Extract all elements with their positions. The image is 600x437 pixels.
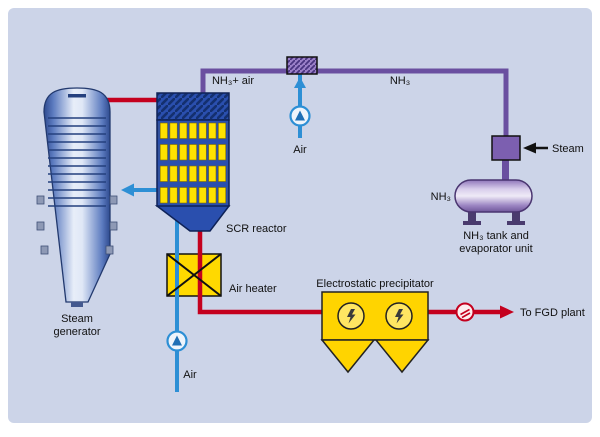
steam-generator-outlet [71, 302, 83, 307]
scr-reactor [154, 92, 231, 232]
steam-generator [36, 87, 118, 307]
scr-inlet-hood [156, 92, 230, 121]
steam-arrow [523, 142, 548, 154]
esp-hopper-right [374, 339, 430, 374]
steam-generator-drum [68, 94, 86, 98]
electrostatic-precipitator [320, 291, 430, 374]
label-tank-caption-1: NH₃ tank and [463, 230, 529, 242]
label-scr-reactor: SCR reactor [226, 223, 287, 235]
label-tank-caption-2: evaporator unit [459, 243, 532, 255]
label-air-top: Air [293, 144, 307, 156]
label-steam-generator-1: Steam [61, 313, 93, 325]
nh3-tank-shell [454, 179, 533, 213]
label-air-heater: Air heater [229, 283, 277, 295]
air-arrowhead-mixer [294, 77, 306, 88]
ammonia-air-mixer [286, 56, 318, 75]
lightning-icon [395, 309, 404, 324]
label-air-bottom: Air [183, 369, 197, 381]
air-heater-cross-icon [166, 253, 222, 297]
scr-catalyst-layers [158, 121, 228, 206]
damper-icon [455, 302, 475, 322]
flue-gas-line-scr-to-esp [197, 228, 324, 315]
label-tank-nh3: NH₃ [431, 191, 451, 203]
tank-evaporator-connector [502, 158, 509, 184]
scr-hopper [154, 205, 231, 232]
steam-generator-lugs [36, 195, 118, 255]
label-nh3-plus-air: NH₃+ air [212, 75, 254, 87]
ammonia-line [200, 68, 509, 140]
evaporator-unit [491, 135, 521, 161]
nh3-tank [454, 179, 533, 225]
label-esp: Electrostatic precipitator [316, 278, 434, 290]
flue-gas-arrowhead [500, 305, 514, 319]
label-nh3-line: NH₃ [390, 75, 410, 87]
label-to-fgd-plant: To FGD plant [520, 307, 585, 319]
fan-icon [289, 105, 311, 127]
label-steam-feed: Steam [552, 143, 584, 155]
diagram-background [8, 8, 592, 423]
lightning-icon [347, 309, 356, 324]
air-arrowhead-generator [121, 183, 134, 197]
steam-generator-tubes [48, 117, 106, 207]
esp-hopper-left [320, 339, 376, 374]
fan-icon [166, 330, 188, 352]
label-steam-generator-2: generator [53, 326, 100, 338]
